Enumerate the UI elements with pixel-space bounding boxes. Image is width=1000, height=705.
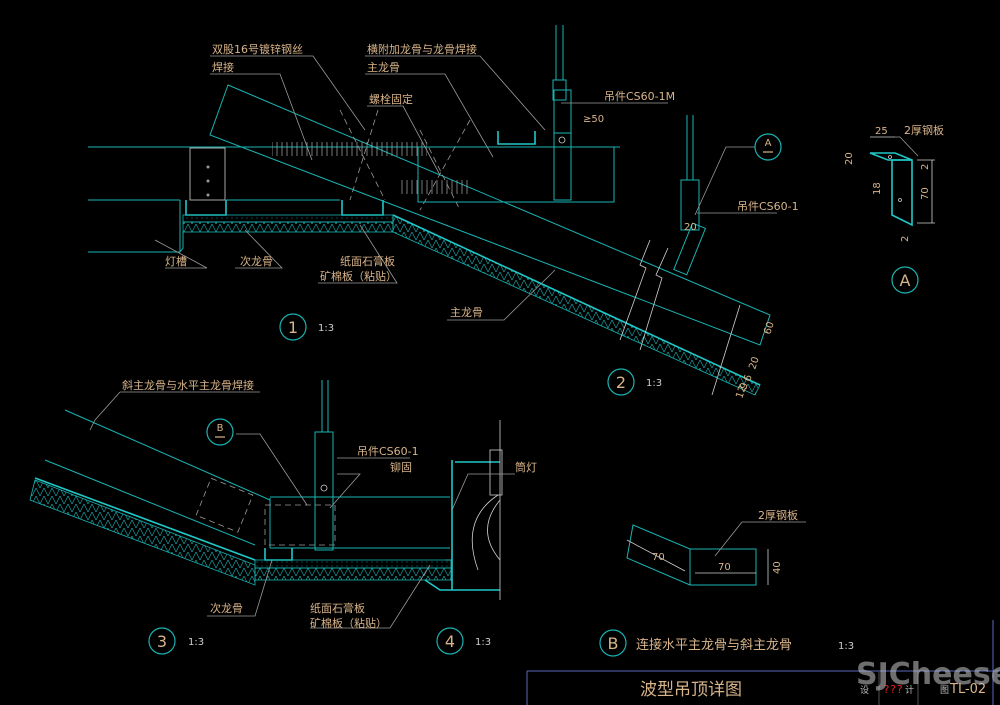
svg-text:1: 1 [288, 318, 298, 337]
label-hanger-1: 吊件CS60-1 [737, 200, 799, 213]
drawing-number: TL-02 [949, 682, 986, 697]
leaders [89, 55, 919, 629]
hanger-cs60-1 [619, 115, 741, 396]
detail-1 [88, 84, 771, 396]
svg-text:3: 3 [157, 632, 167, 651]
designer-label: 设 [860, 685, 869, 696]
dim-a-top: 20 [844, 152, 855, 165]
dim-a-t-top: 2 [920, 164, 931, 170]
label-plate-a: 2厚钢板 [904, 123, 944, 137]
marker-4 [436, 627, 464, 655]
label-clearance: ≥50 [583, 114, 604, 125]
scale-1: 1:3 [318, 323, 334, 334]
caption-b: 连接水平主龙骨与斜主龙骨 [636, 637, 792, 653]
dim-a-height: 70 [920, 187, 931, 200]
label-weld-main: 斜主龙骨与水平主龙骨焊接 [122, 378, 254, 392]
dim-12: 12 [734, 384, 748, 400]
label-main-keel-top: 主龙骨 [367, 61, 400, 74]
svg-text:B: B [608, 634, 619, 653]
detail-a [869, 136, 935, 227]
dim-9: 9 [738, 381, 750, 390]
label-hanger-4: 吊件CS60-1 [357, 445, 419, 458]
dim-a-width: 25 [875, 126, 888, 137]
svg-text:A: A [900, 271, 911, 290]
marker-b [599, 629, 627, 657]
label-cross-weld: 横附加龙骨与龙骨焊接 [367, 42, 477, 56]
label-plate-b: 2厚钢板 [758, 508, 798, 522]
dim-a-t-bottom: 2 [900, 236, 911, 242]
dim-b-right: 70 [718, 562, 731, 573]
dim-b-left: 70 [652, 552, 665, 563]
label-hanger-1m: 吊件CS60-1M [604, 90, 675, 103]
label-downlight: 筒灯 [515, 460, 537, 474]
labels: 双股16号镀锌钢丝 焊接 横附加龙骨与龙骨焊接 主龙骨 螺栓固定 灯槽 次龙骨 … [122, 42, 944, 630]
label-secondary-keel: 次龙骨 [240, 254, 273, 268]
svg-text:B: B [217, 423, 224, 434]
label-mineral: 矿棉板（粘贴） [320, 269, 397, 283]
light-trough-box [189, 147, 226, 201]
markers: 1 1:3 2 1:3 A A B 3 1:3 4 1:3 B 连接水平主龙骨与… [148, 133, 919, 657]
marker-3 [148, 627, 176, 655]
label-wire: 双股16号镀锌钢丝 [212, 42, 303, 56]
watermark: SJCheese [856, 657, 1000, 692]
label-bolt: 螺栓固定 [369, 92, 413, 106]
designer-value: ??? [883, 683, 903, 696]
label-mineral-4: 矿棉板（粘贴） [310, 616, 387, 630]
scale-b: 1:3 [838, 641, 854, 652]
drawing-title: 波型吊顶详图 [640, 680, 742, 700]
label-gypsum: 纸面石膏板 [340, 254, 395, 268]
title-block: 波型吊顶详图 设 ??? 计 图 TL-02 SJCheese [526, 620, 1000, 705]
label-light-trough: 灯槽 [165, 255, 187, 268]
detail-b [626, 524, 769, 586]
marker-2 [607, 368, 635, 396]
dim-60: 60 [762, 320, 776, 336]
dim-20b: 20 [747, 355, 761, 371]
label-rivet: 铆固 [390, 460, 412, 474]
scale-2: 1:3 [646, 378, 662, 389]
svg-text:A: A [765, 138, 772, 149]
design-suffix: 计 [905, 684, 914, 696]
label-gypsum-4: 纸面石膏板 [310, 601, 365, 615]
label-weld: 焊接 [212, 60, 234, 74]
svg-text:2: 2 [616, 373, 626, 392]
number-prefix: 图 [940, 685, 949, 696]
scale-3: 1:3 [188, 637, 204, 648]
label-main-keel: 主龙骨 [450, 306, 483, 319]
dim-b-height: 40 [772, 561, 783, 574]
dim-20: 20 [684, 222, 697, 233]
svg-text:4: 4 [445, 632, 455, 651]
marker-a [891, 266, 919, 294]
detail-3-4 [29, 380, 503, 600]
marker-1 [279, 313, 307, 341]
dim-6: 6 [742, 373, 754, 382]
ref-marker-a [754, 133, 782, 161]
label-secondary-keel-3: 次龙骨 [210, 601, 243, 615]
scale-4: 1:3 [475, 637, 491, 648]
hanger-cs60-1m [417, 25, 615, 203]
ref-marker-b [206, 418, 234, 446]
dim-a-hole: 18 [872, 182, 883, 195]
